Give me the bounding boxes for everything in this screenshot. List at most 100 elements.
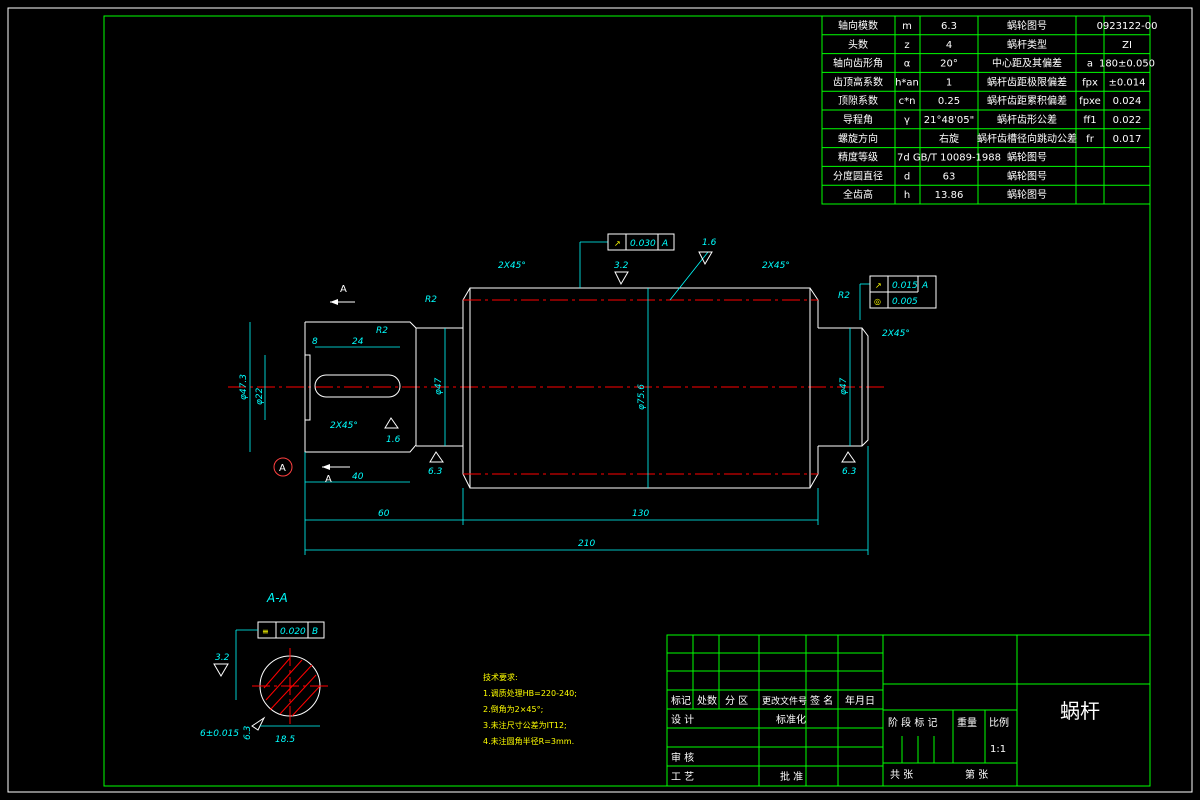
param-label: 顶隙系数 (838, 94, 878, 107)
tolerance-datum: B (312, 627, 318, 637)
thread-top (462, 287, 819, 328)
design-cell: 设 计 (671, 713, 694, 726)
header-cell: 签 名 (810, 694, 833, 707)
keyway-slot (314, 374, 401, 398)
param-label: 导程角 (843, 114, 873, 126)
param-label: 轴向齿形角 (833, 57, 883, 70)
roughness-label: 6.3 (428, 467, 443, 477)
chamfer-label: 2X45° (762, 261, 790, 271)
stage-cell: 阶 段 标 记 (888, 716, 938, 729)
param-label: 蜗杆齿槽径向跳动公差 (977, 132, 1077, 145)
header-cell: 标记 (671, 695, 691, 707)
radius-label: R2 (376, 326, 388, 336)
param-label: 精度等级 (838, 151, 878, 164)
dim-diameter: φ22 (255, 387, 265, 405)
param-symbol: d (904, 171, 910, 182)
param-label: 蜗杆齿距极限偏差 (987, 75, 1067, 88)
review-cell: 审 核 (671, 751, 694, 764)
title-block: 蜗杆 标记 处数 分 区 更改文件号 签 名 年月日 设 计 标准化 阶 段 标… (666, 634, 1151, 787)
sheets-count: 共 张 (890, 769, 913, 781)
param-label: 蜗轮图号 (1007, 169, 1047, 182)
roughness-label: 1.6 (386, 435, 401, 445)
svg-text:↗: ↗ (875, 281, 882, 290)
tolerance-value: 0.030 (630, 239, 656, 249)
param-value: 6.3 (941, 21, 957, 32)
param-value: 右旋 (939, 132, 959, 145)
roughness-label: 6.3 (243, 725, 253, 740)
param-symbol: h (904, 190, 910, 201)
section-marker: A (340, 284, 347, 295)
radius-label: R2 (425, 295, 437, 305)
standard-cell: 标准化 (776, 713, 806, 726)
param-label: 蜗轮图号 (1007, 19, 1047, 32)
param-value: 0923122-00 (1097, 21, 1158, 32)
param-value: 20° (940, 59, 958, 70)
param-value: 0.024 (1113, 96, 1142, 107)
param-label: 中心距及其偏差 (992, 57, 1062, 70)
sheet-number: 第 张 (965, 768, 988, 781)
param-symbol: h*an (895, 77, 919, 88)
header-cell: 更改文件号 (762, 695, 807, 707)
param-symbol: fr (1086, 134, 1095, 145)
dim-diameter: φ47.3 (239, 374, 249, 400)
param-value: ±0.014 (1108, 77, 1145, 88)
header-cell: 处数 (697, 694, 717, 707)
param-value: 63 (943, 171, 956, 182)
param-symbol: z (904, 40, 909, 51)
param-value: 1 (946, 77, 952, 88)
dim-diameter: φ47 (434, 377, 444, 395)
param-symbol: ff1 (1083, 115, 1096, 126)
note-item: 3.未注尺寸公差为IT12; (483, 720, 567, 730)
thread-bottom (462, 446, 819, 489)
param-label: 蜗杆类型 (1007, 38, 1047, 51)
param-label: 蜗轮图号 (1007, 151, 1047, 164)
roughness-label: 3.2 (215, 653, 230, 663)
scale-label: 比例 (989, 716, 1009, 729)
dim-length: 8 (312, 337, 318, 347)
param-value: 180±0.050 (1099, 59, 1155, 70)
section-title: A-A (266, 591, 288, 605)
roughness-label: 3.2 (614, 261, 629, 271)
note-item: 1.调质处理HB=220-240; (483, 688, 577, 698)
dim-length: 18.5 (275, 735, 295, 745)
tolerance-value: 0.005 (892, 297, 918, 307)
technical-notes: 技术要求: 1.调质处理HB=220-240; 2.倒角为2×45°; 3.未注… (483, 672, 577, 746)
dim-diameter: φ47 (839, 377, 849, 395)
param-value: ZI (1122, 40, 1132, 51)
param-label: 蜗杆齿形公差 (997, 113, 1057, 126)
param-symbol: fpxe (1079, 96, 1101, 107)
dim-tolerance: 6±0.015 (200, 729, 239, 739)
param-label: 分度圆直径 (833, 169, 883, 182)
header-cell: 分 区 (725, 695, 748, 707)
tolerance-datum: A (661, 239, 668, 249)
param-label: 螺旋方向 (838, 132, 878, 145)
tolerance-value: 0.015 (892, 281, 918, 291)
param-value: 4 (946, 40, 952, 51)
param-label: 齿顶高系数 (833, 75, 883, 88)
part-name: 蜗杆 (1060, 699, 1100, 723)
tolerance-datum: A (921, 281, 928, 291)
note-item: 2.倒角为2×45°; (483, 704, 543, 714)
roughness-label: 6.3 (842, 467, 857, 477)
dim-length: 60 (378, 509, 390, 519)
inner-border (103, 15, 1151, 787)
param-value: 13.86 (935, 190, 964, 201)
dim-diameter: φ75.6 (637, 384, 647, 410)
dim-length: 40 (352, 472, 364, 482)
svg-text:↗: ↗ (614, 239, 621, 248)
datum-a: A (279, 463, 286, 474)
section-view-a-a: A-A ≡ 0.020 B 3.2 6.3 18.5 6±0.015 (200, 591, 328, 745)
param-label: 蜗轮图号 (1007, 188, 1047, 201)
param-value: 0.017 (1113, 134, 1142, 145)
param-symbol: α (904, 59, 911, 70)
roughness-label: 1.6 (702, 238, 717, 248)
dim-length: 130 (632, 509, 649, 519)
param-label: 头数 (848, 38, 868, 51)
param-value: 0.022 (1113, 115, 1142, 126)
param-symbol: c*n (899, 96, 916, 107)
tolerance-value: 0.020 (280, 627, 306, 637)
process-cell: 工 艺 (671, 771, 694, 783)
section-marker: A (325, 474, 332, 485)
